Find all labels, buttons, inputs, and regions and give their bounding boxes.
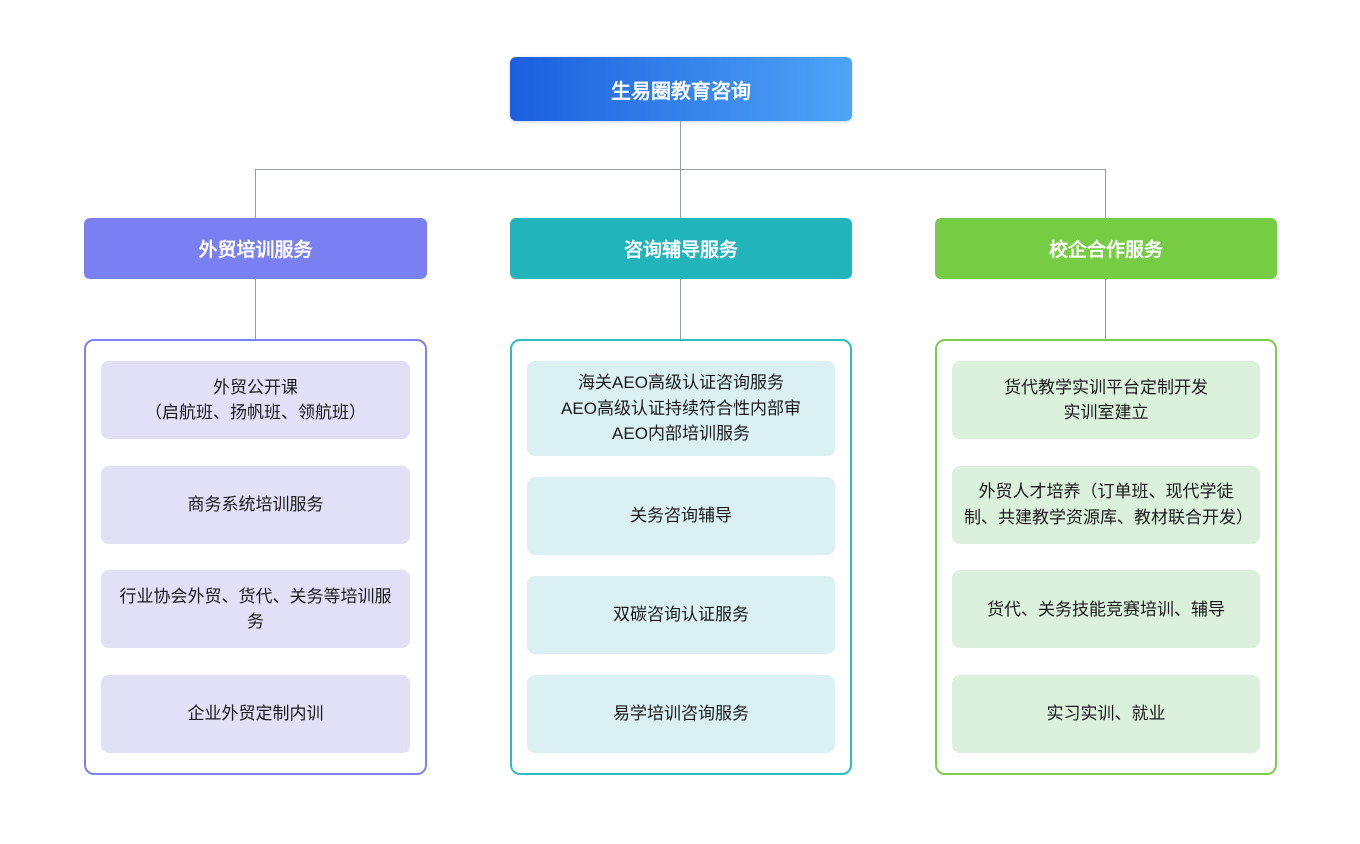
branch-header: 咨询辅导服务 [510, 218, 852, 279]
branch-school-enterprise-cooperation: 校企合作服务 货代教学实训平台定制开发 实训室建立 外贸人才培养（订单班、现代学… [935, 218, 1277, 775]
branch-panel: 货代教学实训平台定制开发 实训室建立 外贸人才培养（订单班、现代学徒制、共建教学… [935, 339, 1277, 775]
connector-panel-stem-left [255, 279, 256, 339]
connector-panel-stem-right [1105, 279, 1106, 339]
connector-panel-stem-middle [680, 279, 681, 339]
connector-branch-stem-left [255, 169, 256, 218]
branch-item: 关务咨询辅导 [527, 476, 835, 555]
branch-item: 行业协会外贸、货代、关务等培训服务 [101, 570, 410, 649]
branch-header: 外贸培训服务 [84, 218, 427, 279]
branch-consulting-coaching: 咨询辅导服务 海关AEO高级认证咨询服务 AEO高级认证持续符合性内部审 AEO… [510, 218, 852, 775]
branch-item: 双碳咨询认证服务 [527, 575, 835, 654]
branch-item: 商务系统培训服务 [101, 465, 410, 544]
connector-branch-stem-middle [680, 169, 681, 218]
connector-root-stem [680, 121, 681, 169]
branch-foreign-trade-training: 外贸培训服务 外贸公开课 （启航班、扬帆班、领航班） 商务系统培训服务 行业协会… [84, 218, 427, 775]
branch-item: 实习实训、就业 [952, 674, 1260, 753]
branch-header-label: 校企合作服务 [1048, 240, 1163, 261]
branch-item: 海关AEO高级认证咨询服务 AEO高级认证持续符合性内部审 AEO内部培训服务 [527, 361, 835, 456]
branch-panel: 海关AEO高级认证咨询服务 AEO高级认证持续符合性内部审 AEO内部培训服务 … [510, 339, 852, 775]
connector-branch-stem-right [1105, 169, 1106, 218]
root-node-label: 生易圈教育咨询 [611, 80, 751, 103]
branch-item: 外贸公开课 （启航班、扬帆班、领航班） [101, 361, 410, 439]
branch-item: 货代教学实训平台定制开发 实训室建立 [952, 361, 1260, 439]
root-node: 生易圈教育咨询 [510, 57, 852, 121]
branch-item: 易学培训咨询服务 [527, 674, 835, 753]
branch-panel: 外贸公开课 （启航班、扬帆班、领航班） 商务系统培训服务 行业协会外贸、货代、关… [84, 339, 427, 775]
branch-item: 企业外贸定制内训 [101, 674, 410, 753]
branch-header-label: 咨询辅导服务 [623, 240, 738, 261]
branch-item: 货代、关务技能竞赛培训、辅导 [952, 570, 1260, 649]
branch-header-label: 外贸培训服务 [198, 240, 313, 261]
branch-header: 校企合作服务 [935, 218, 1277, 279]
branch-item: 外贸人才培养（订单班、现代学徒制、共建教学资源库、教材联合开发） [952, 465, 1260, 544]
